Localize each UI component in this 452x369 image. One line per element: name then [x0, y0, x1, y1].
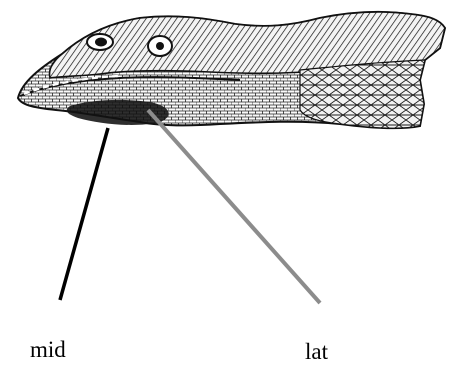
neck-scales: [300, 60, 425, 128]
label-lat: lat: [305, 340, 328, 363]
lizard-head-drawing: [18, 12, 445, 128]
lat-pointer-line: [148, 110, 320, 303]
label-mid: mid: [30, 338, 66, 361]
throat-dark-patch: [67, 100, 169, 125]
ear-inner: [156, 42, 164, 50]
pupil: [95, 38, 107, 47]
mid-pointer-line: [60, 128, 108, 300]
